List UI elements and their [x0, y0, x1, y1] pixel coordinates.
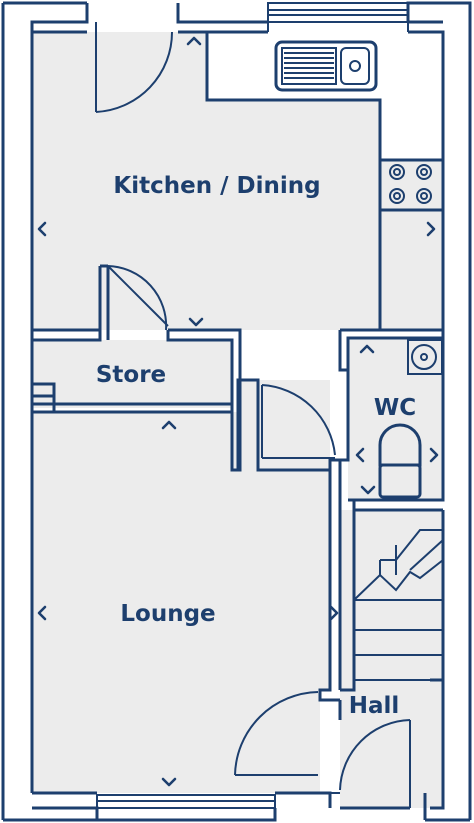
sink-icon [274, 40, 378, 92]
chevron-icon [188, 317, 204, 327]
lounge-floor [32, 412, 330, 793]
basin-icon [407, 339, 443, 375]
chevron-icon [426, 221, 436, 237]
room-label-wc: WC [374, 395, 416, 421]
doors [95, 22, 411, 808]
chevron-icon [329, 605, 339, 621]
top-wall-mid [176, 3, 268, 24]
hall-door-swing-icon [234, 691, 319, 776]
corridor-floor [240, 380, 330, 470]
door-swing-icon [95, 22, 174, 113]
room-label-lounge: Lounge [120, 601, 215, 627]
chevron-icon [429, 447, 439, 463]
front-door-swing-icon [339, 719, 411, 808]
room-label-kitchen: Kitchen / Dining [113, 173, 320, 199]
store-door-swing-icon [107, 265, 169, 331]
chevron-icon [37, 221, 47, 237]
hall-floor [340, 510, 443, 808]
chevron-icon [355, 447, 365, 463]
dimension-markers [37, 36, 439, 787]
room-label-hall: Hall [349, 693, 400, 719]
chevron-icon [360, 485, 376, 495]
store-bottom-wall [32, 402, 234, 414]
kitchen-store-wall [32, 328, 102, 342]
lounge-door-swing-icon [261, 384, 336, 459]
room-label-store: Store [96, 362, 166, 388]
window-icon [267, 2, 409, 23]
kitchen-worktop [205, 32, 382, 330]
chevron-icon [37, 605, 47, 621]
kitchen-floor [32, 32, 380, 330]
chevron-icon [359, 344, 375, 354]
toilet-icon [378, 423, 422, 499]
chevron-icon [161, 420, 177, 430]
stairs-icon [353, 529, 444, 681]
chevron-icon [161, 777, 177, 787]
hob-icon [389, 164, 432, 204]
chevron-icon [186, 36, 202, 46]
store-floor [32, 340, 232, 408]
outer-wall-bottom [3, 806, 99, 822]
kitchen-right-floor [380, 160, 443, 330]
